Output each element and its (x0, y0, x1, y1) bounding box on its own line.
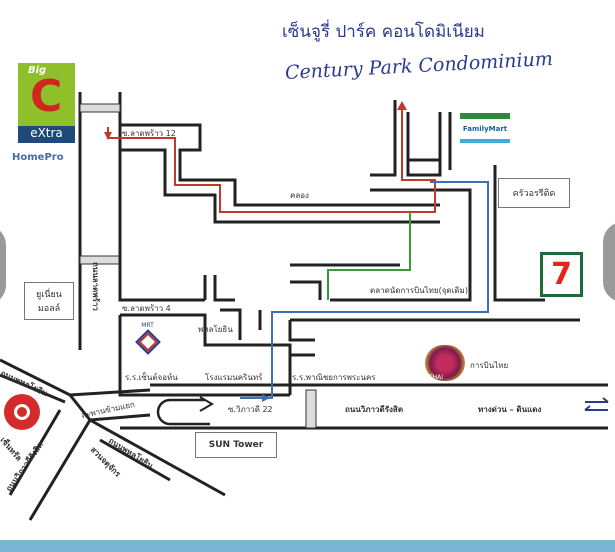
thai-logo-text: THAI (429, 374, 444, 381)
homepro-logo: HomePro (12, 152, 64, 163)
bottom-bar (0, 540, 615, 552)
thai-airways-logo: THAI (425, 345, 465, 381)
route-red (107, 103, 436, 213)
route-green (327, 212, 411, 300)
hotel-label: โรงแรมนครินทร์ (205, 372, 263, 382)
mrt-logo: MRT (125, 322, 170, 355)
carousel-prev-button[interactable] (0, 225, 6, 305)
vibhavadi-road-label: ถนนวิภาวดีรังสิต (345, 404, 403, 414)
page-title-thai: เซ็นจูรี่ ปาร์ค คอนโดมิเนียม (282, 22, 485, 42)
bigc-top-text: Big (28, 65, 47, 76)
soi-ladprao-4-label: ซ.ลาดพร้าว 4 (122, 304, 171, 313)
central-logo-icon (4, 394, 40, 430)
mrt-station-label: พหลโยธิน (198, 324, 233, 334)
expressway-label: ทางด่วน – ดินแดง (478, 405, 541, 414)
seven-eleven-logo: 7 (540, 252, 583, 297)
commerce-school-label: ร.ร.พาณิชยการพระนคร (292, 373, 376, 382)
ladprao-road (78, 92, 122, 350)
thai-airways-label: การบินไทย (470, 361, 508, 370)
market-label: ตลาดนัดการบินไทย(จุดเดิม) (370, 286, 468, 295)
bigc-letter: C (30, 71, 63, 122)
union-mall-box: ยูเนี่ยน มอลล์ (24, 282, 74, 320)
canal-label: คลอง (290, 191, 309, 200)
soi-ladprao-12-label: ซ.ลาดพร้าว 12 (122, 129, 176, 138)
seven-eleven-text: 7 (543, 255, 580, 294)
st-john-school-label: ร.ร.เซ็นต์จอห์น (125, 372, 178, 382)
mrt-text: MRT (141, 322, 154, 329)
ladprao-road-label: ถนนลาดพร้าว (91, 262, 101, 311)
bigc-bottom-text: eXtra (18, 126, 75, 143)
sun-tower-box: SUN Tower (195, 432, 277, 458)
soi-vibhavadi-22-label: ซ.วิภาวดี 22 (228, 405, 273, 414)
central-label: เซ็นทรัล (0, 434, 25, 463)
bigc-extra-logo: Big C eXtra (18, 63, 75, 143)
familymart-text: FamilyMart (462, 125, 508, 133)
two-way-arrow-icon (584, 397, 609, 411)
familymart-logo: FamilyMart (460, 113, 510, 155)
carousel-next-button[interactable] (603, 222, 615, 302)
restaurant-box: ครัวอรรีติด (498, 178, 570, 208)
